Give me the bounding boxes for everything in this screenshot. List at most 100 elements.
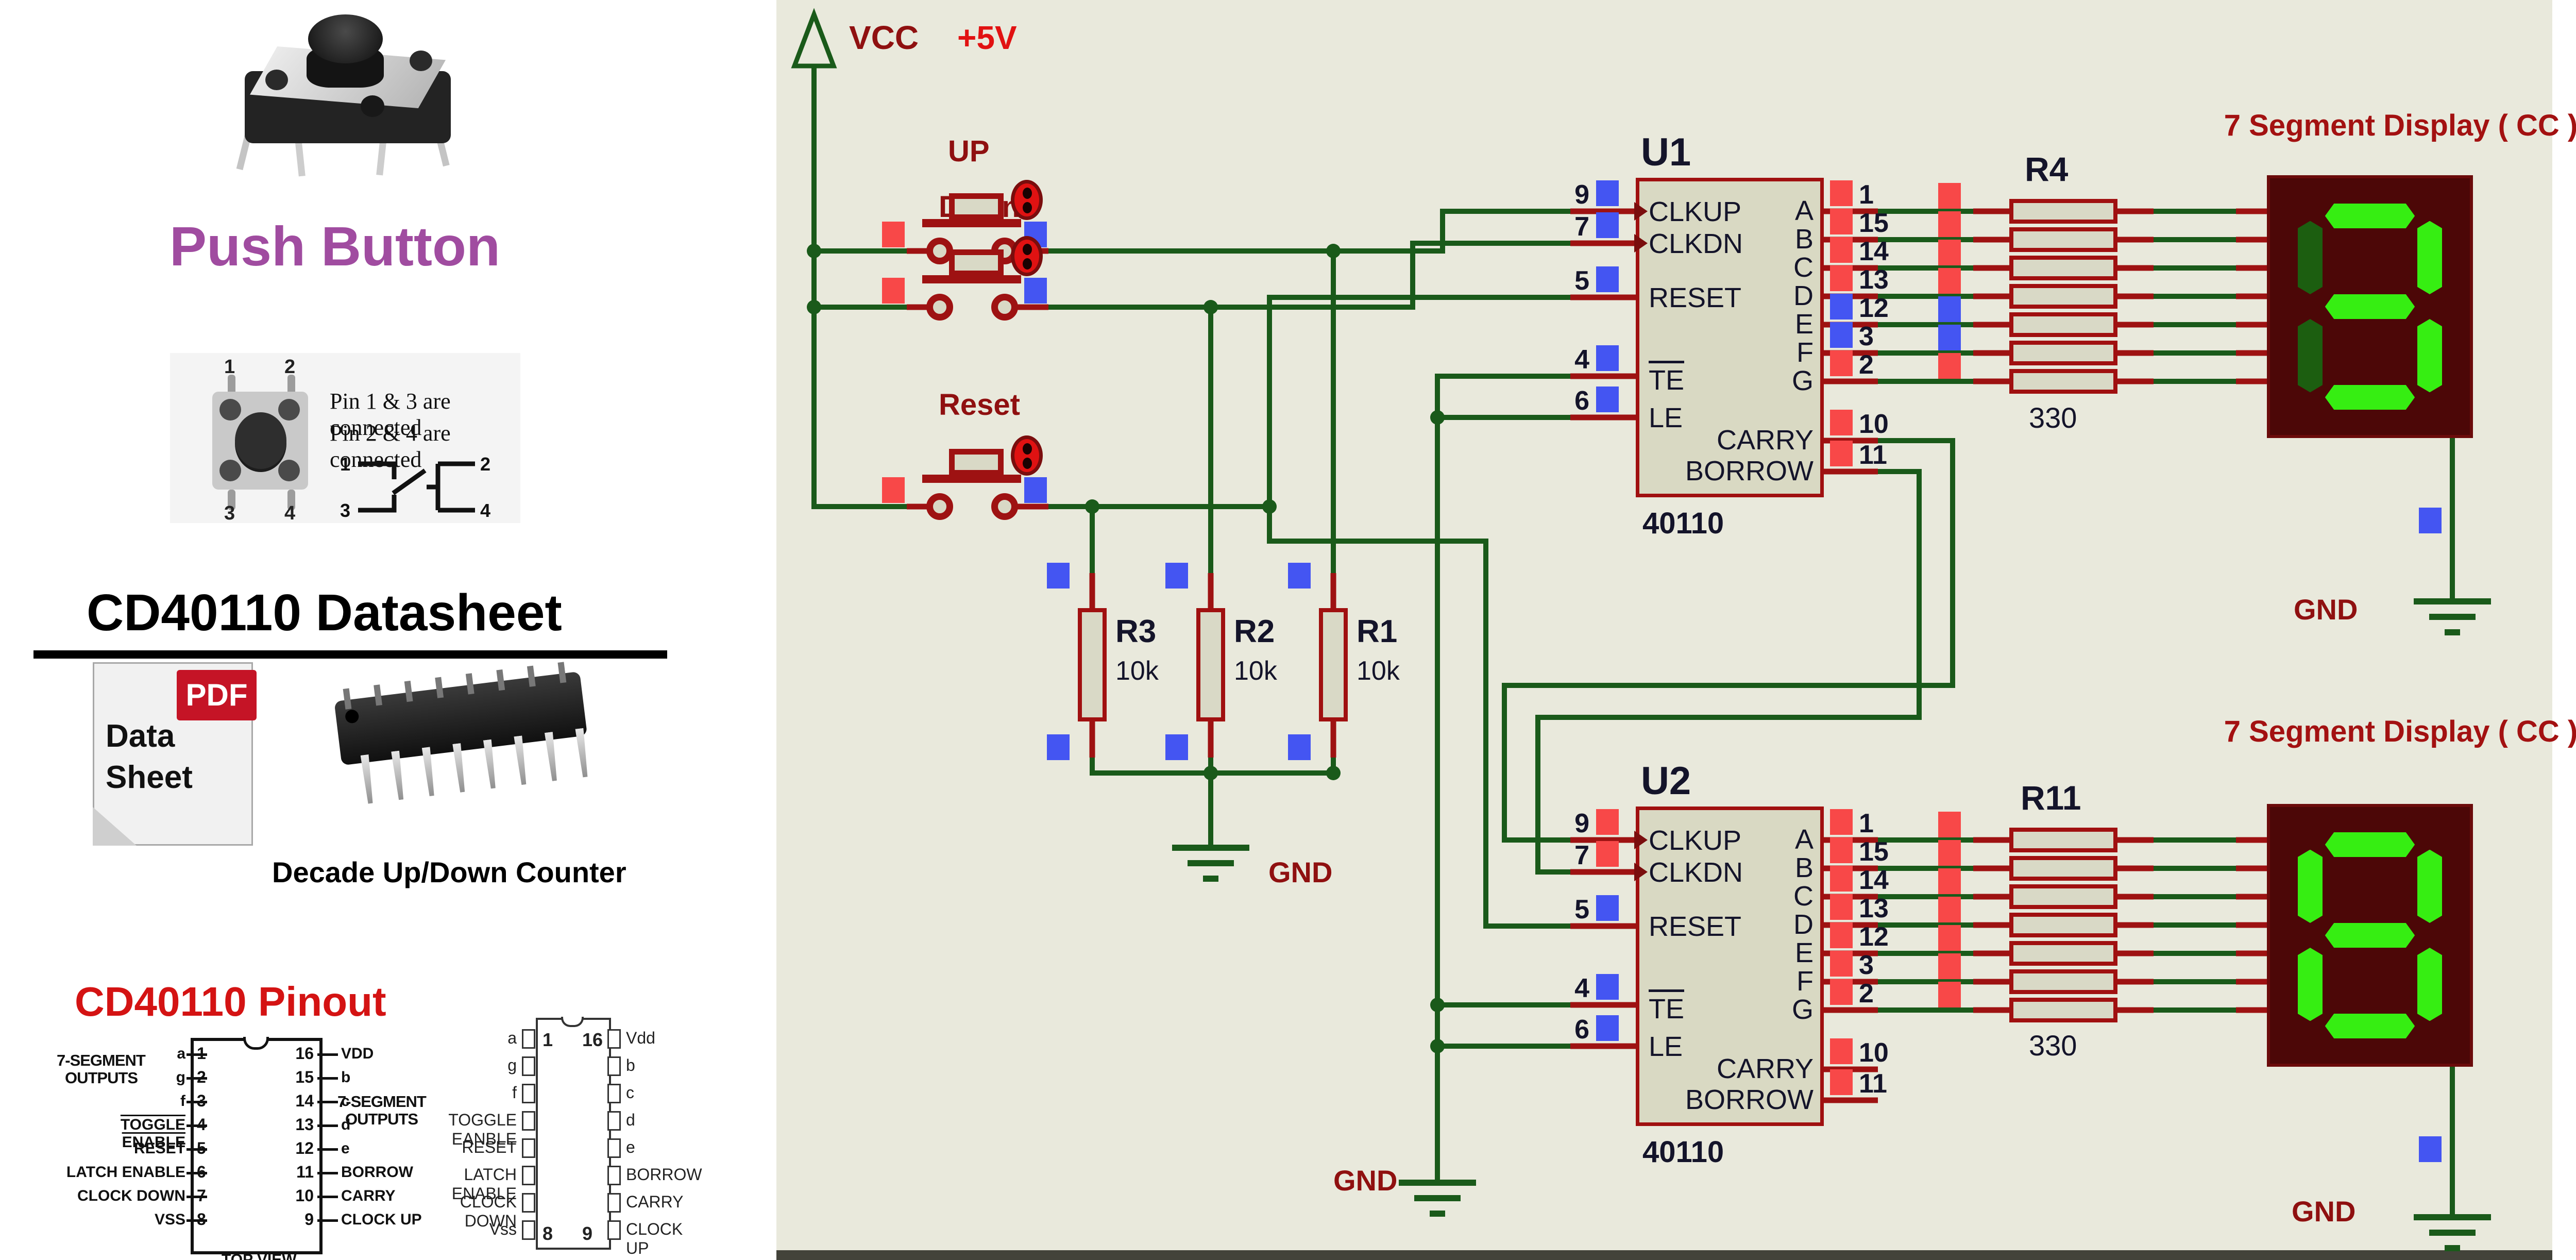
pinout-pin-number: 14 xyxy=(295,1091,314,1110)
chip-pin-label: D xyxy=(1793,280,1814,311)
pinout-pin-box xyxy=(522,1220,535,1240)
button-pin xyxy=(926,493,953,520)
pinout-left-label: Vss xyxy=(489,1220,517,1238)
network-resistor-body xyxy=(2009,884,2117,909)
switch-symbol: 1 2 3 4 xyxy=(340,453,490,520)
pinout-left-label: g xyxy=(507,1056,517,1074)
button-pin xyxy=(991,294,1018,321)
chip-pin-label: G xyxy=(1791,365,1814,396)
button-contact-bar xyxy=(922,275,1021,283)
wire-junction xyxy=(1326,766,1341,780)
segment-a-lit xyxy=(2325,832,2415,857)
pin-number: 10 xyxy=(1859,1038,1889,1068)
chip-pin-label: CLKDN xyxy=(1649,228,1743,259)
pin-number: 15 xyxy=(1859,837,1889,867)
segment-a-lit xyxy=(2325,204,2415,228)
pinout-pin-box xyxy=(607,1084,621,1103)
pin-number: 5 xyxy=(1574,266,1589,296)
chip-pin-label: RESET xyxy=(1649,911,1742,942)
ic-pin xyxy=(483,740,497,789)
pinout-right-label: c xyxy=(341,1093,350,1110)
push-button-nub xyxy=(361,95,384,117)
pin-number: 14 xyxy=(1859,865,1889,895)
pinout-right-label: b xyxy=(341,1069,351,1086)
pinout-pin-number: 15 xyxy=(295,1068,314,1086)
pin-number: 13 xyxy=(1859,894,1889,923)
pdf-data-line: Data xyxy=(106,718,175,754)
state-square-blue xyxy=(1596,345,1619,371)
state-square-blue xyxy=(1938,296,1961,322)
state-square-blue xyxy=(1024,477,1047,503)
state-square-red xyxy=(1938,211,1961,237)
pinout-right-label: c xyxy=(626,1083,634,1102)
pdf-datasheet-icon: Data Sheet PDF xyxy=(93,662,257,846)
pin-number: 7 xyxy=(1574,212,1589,242)
segment-f-lit xyxy=(2298,849,2323,923)
state-square-red xyxy=(1938,812,1961,837)
segment-e-lit xyxy=(2298,948,2323,1021)
chip-pin-label: A xyxy=(1794,824,1814,855)
pinout-pin-box xyxy=(607,1029,621,1049)
button-actuator-icon[interactable] xyxy=(1011,435,1043,476)
pin-stub xyxy=(228,490,235,510)
pinout-right-label: BORROW xyxy=(626,1165,702,1184)
gnd-label-display2: GND xyxy=(2292,1195,2356,1228)
ic-pin xyxy=(422,747,436,796)
state-square-blue xyxy=(1165,563,1188,589)
vcc-value: +5V xyxy=(957,19,1017,56)
button-actuator-icon[interactable] xyxy=(1011,180,1043,220)
pinout-pin-number: 4 xyxy=(197,1115,206,1134)
button-pin xyxy=(991,493,1018,520)
actuator-dot xyxy=(1023,458,1032,469)
wire-junction xyxy=(1262,499,1277,514)
chip-pin-label: G xyxy=(1791,994,1814,1025)
pin-number: 11 xyxy=(1859,440,1887,470)
pin-stub xyxy=(287,490,295,510)
pinout-left-label: f xyxy=(512,1083,517,1102)
button-pin xyxy=(926,238,953,264)
r4-ref: R4 xyxy=(2025,150,2069,188)
chip-body xyxy=(1636,807,1824,1126)
state-square-red xyxy=(1938,868,1961,894)
svg-text:3: 3 xyxy=(340,500,350,520)
state-square-red xyxy=(1830,1038,1853,1064)
pinout-pin-line xyxy=(187,1148,207,1151)
chip-pin-label: LE xyxy=(1649,402,1683,433)
pin-number: 3 xyxy=(1859,322,1874,351)
pinout-left-label: LATCH ENABLE xyxy=(66,1164,185,1181)
clock-pin-icon xyxy=(1634,863,1648,881)
ic-pin xyxy=(391,751,405,800)
segment-b-lit xyxy=(2417,849,2442,923)
pin-number: 10 xyxy=(1859,409,1889,439)
state-square-red xyxy=(1830,809,1853,835)
button-contact-bar xyxy=(922,475,1021,483)
state-square-red xyxy=(1830,979,1853,1005)
actuator-dot xyxy=(1023,244,1032,255)
pinout-right-label: BORROW xyxy=(341,1164,413,1181)
pin-num-2: 2 xyxy=(284,356,296,378)
pinout-pin-line xyxy=(187,1196,207,1198)
button-label-up: UP xyxy=(948,135,990,168)
network-resistor-body xyxy=(2009,969,2117,994)
resistor-value: 10k xyxy=(1115,656,1159,686)
pin-number: 5 xyxy=(1574,895,1589,925)
pinout-pin-box xyxy=(522,1056,535,1076)
pin-number: 15 xyxy=(1859,208,1889,238)
chip-pin-label: CARRY xyxy=(1716,425,1814,456)
state-square-blue xyxy=(2419,1136,2442,1162)
pinout-pin-number: 10 xyxy=(295,1186,314,1205)
pinout-right-label: e xyxy=(341,1140,350,1157)
button-actuator-icon[interactable] xyxy=(1011,236,1043,276)
pinout-pin-box xyxy=(522,1084,535,1103)
state-square-blue xyxy=(1047,734,1070,760)
pinout-title: CD40110 Pinout xyxy=(75,979,386,1024)
pinout-pin-line xyxy=(187,1219,207,1222)
network-resistor-body xyxy=(2009,199,2117,224)
chip-pin-label: RESET xyxy=(1649,282,1742,313)
resistor-body xyxy=(1078,608,1107,721)
wire-junction xyxy=(1430,1039,1445,1053)
wire-junction xyxy=(1430,998,1445,1012)
state-square-blue xyxy=(2419,508,2442,533)
pin-number: 4 xyxy=(1574,973,1589,1003)
state-square-blue xyxy=(1938,325,1961,350)
